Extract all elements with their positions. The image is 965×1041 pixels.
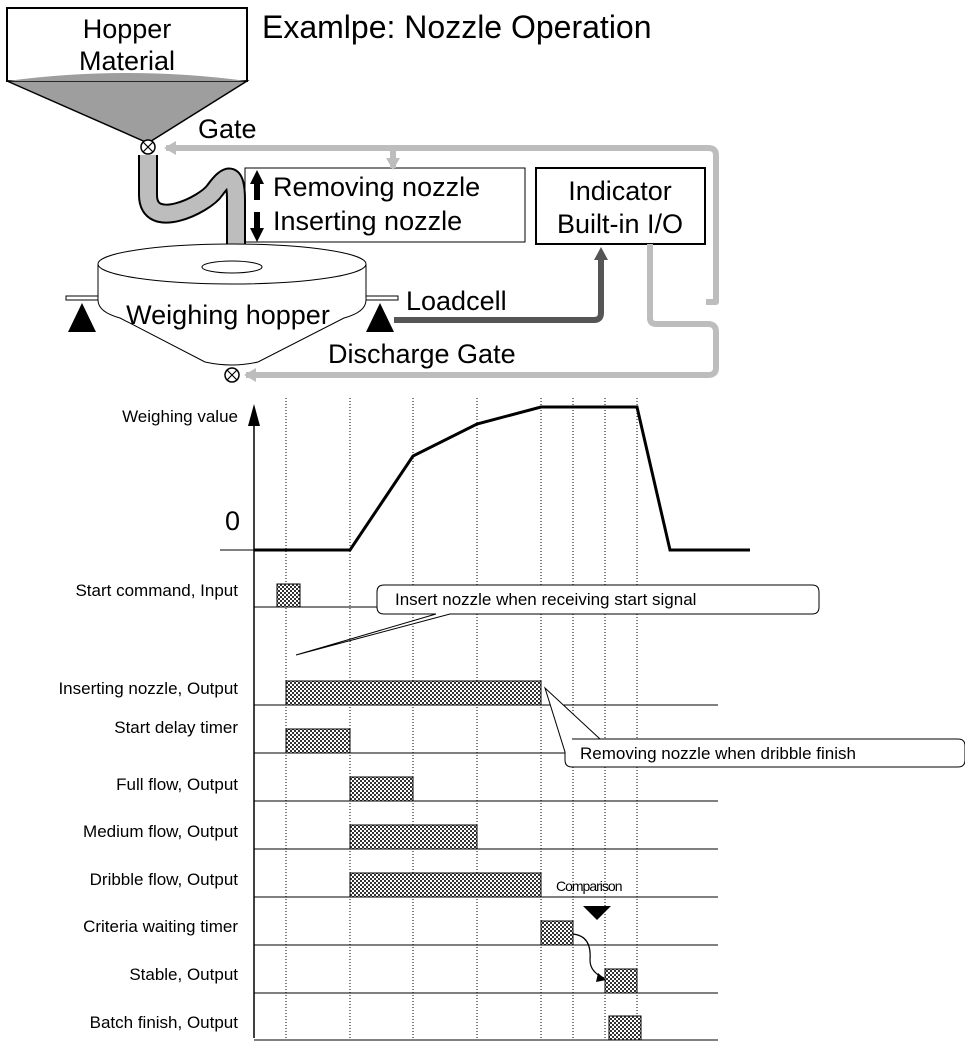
pulse-stable bbox=[604, 968, 638, 994]
comparison-link-arrow bbox=[572, 933, 605, 979]
indicator-box: Indicator Built-in I/O bbox=[535, 167, 706, 245]
loadcell-label: Loadcell bbox=[406, 286, 507, 316]
right-loadcell-icon bbox=[365, 295, 399, 332]
discharge-gate-valve-icon bbox=[224, 367, 240, 383]
zero-label: 0 bbox=[225, 506, 240, 536]
removing-nozzle-label: Removing nozzle bbox=[273, 172, 480, 202]
discharge-gate-label: Discharge Gate bbox=[328, 339, 516, 369]
signal-label-start-delay: Start delay timer bbox=[114, 718, 238, 737]
signal-pulses bbox=[276, 583, 642, 1041]
hopper-label-line1: Hopper bbox=[83, 14, 172, 44]
gate-valve-icon bbox=[140, 139, 156, 155]
loadcell-line bbox=[394, 256, 604, 323]
signal-label-dribble-flow: Dribble flow, Output bbox=[90, 870, 239, 889]
pulse-full-flow bbox=[349, 776, 414, 802]
weighing-hopper-label: Weighing hopper bbox=[126, 300, 330, 330]
signal-label-medium-flow: Medium flow, Output bbox=[83, 822, 238, 841]
nozzle-box: Removing nozzle Inserting nozzle bbox=[244, 167, 526, 243]
indicator-label-line1: Indicator bbox=[568, 176, 672, 206]
callout-removing-nozzle: Removing nozzle when dribble finish bbox=[543, 686, 965, 768]
callout-insert-nozzle: Insert nozzle when receiving start signa… bbox=[295, 584, 820, 656]
pulse-dribble-flow bbox=[349, 872, 542, 898]
s-pipe bbox=[138, 155, 246, 256]
signal-label-start-command: Start command, Input bbox=[75, 581, 238, 600]
up-down-arrow-icon bbox=[250, 170, 264, 242]
inserting-nozzle-label: Inserting nozzle bbox=[273, 206, 462, 236]
comparison-label: Comparison bbox=[556, 878, 622, 894]
y-axis bbox=[248, 404, 260, 1038]
callout-remove-text: Removing nozzle when dribble finish bbox=[580, 744, 856, 763]
gate-arrow-icon bbox=[164, 141, 176, 155]
loadcell-arrow-icon bbox=[594, 247, 608, 260]
page-title: Examlpe: Nozzle Operation bbox=[262, 9, 652, 45]
signal-label-criteria-waiting: Criteria waiting timer bbox=[83, 917, 238, 936]
weighing-hopper: Weighing hopper bbox=[97, 243, 367, 366]
left-loadcell-icon bbox=[65, 295, 99, 332]
pulse-criteria-waiting bbox=[540, 920, 574, 946]
y-axis-label: Weighing value bbox=[122, 407, 238, 426]
pulse-start-command bbox=[276, 583, 301, 608]
comparison-triangle-icon bbox=[583, 906, 611, 920]
nozzle-arrow-icon bbox=[386, 158, 400, 170]
indicator-label-line2: Built-in I/O bbox=[557, 209, 683, 239]
pulse-start-delay bbox=[285, 728, 351, 754]
material-hopper: Hopper Material bbox=[6, 7, 250, 144]
gate-label: Gate bbox=[198, 114, 257, 144]
comparison-link-arrowhead-icon bbox=[596, 973, 606, 982]
signal-label-stable: Stable, Output bbox=[129, 965, 238, 984]
pulse-inserting-nozzle bbox=[285, 680, 542, 706]
discharge-arrow-icon bbox=[244, 368, 256, 382]
hopper-label-line2: Material bbox=[79, 46, 175, 76]
pulse-batch-finish bbox=[608, 1015, 642, 1041]
timing-guide-lines bbox=[285, 398, 638, 1038]
signal-label-batch-finish: Batch finish, Output bbox=[90, 1013, 239, 1032]
pulse-medium-flow bbox=[349, 824, 478, 850]
callout-insert-text: Insert nozzle when receiving start signa… bbox=[395, 590, 696, 609]
signal-label-inserting-nozzle: Inserting nozzle, Output bbox=[58, 679, 238, 698]
signal-label-full-flow: Full flow, Output bbox=[116, 775, 238, 794]
weighing-value-curve bbox=[254, 405, 750, 552]
